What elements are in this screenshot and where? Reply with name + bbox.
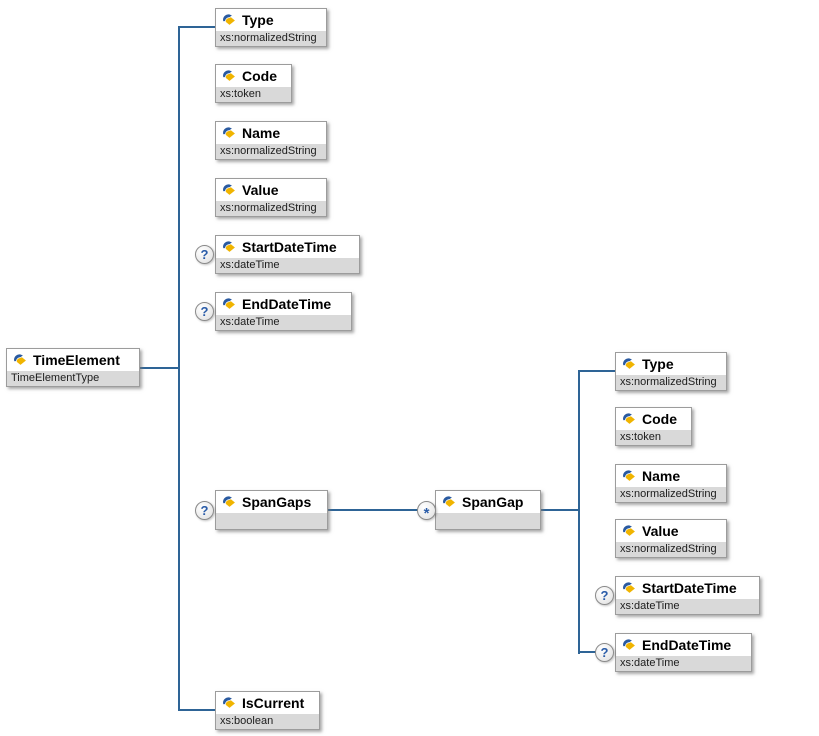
element-node-code-left[interactable]: Code xs:token	[215, 64, 292, 103]
element-title-row: Value	[616, 520, 726, 542]
connector-line	[328, 509, 420, 511]
occurrence-optional-badge: ?	[195, 500, 214, 520]
element-name-label: SpanGaps	[242, 494, 312, 510]
element-title-row: Type	[216, 9, 326, 31]
element-type-label	[216, 513, 327, 529]
element-icon	[12, 353, 28, 367]
element-node-name-left[interactable]: Name xs:normalizedString	[215, 121, 327, 160]
element-icon	[621, 469, 637, 483]
element-name-label: IsCurrent	[242, 695, 305, 711]
element-icon	[221, 13, 237, 27]
occurrence-optional-badge: ?	[195, 245, 214, 264]
element-icon	[621, 581, 637, 595]
element-icon	[621, 412, 637, 426]
element-title-row: Value	[216, 179, 326, 201]
element-icon	[221, 696, 237, 710]
element-name-label: Value	[642, 523, 679, 539]
element-title-row: Type	[616, 353, 726, 375]
occurrence-optional-badge: ?	[595, 643, 614, 662]
element-title-row: IsCurrent	[216, 692, 319, 714]
connector-line	[180, 709, 215, 711]
element-title-row: Code	[616, 408, 691, 430]
connector-line	[580, 370, 615, 372]
element-icon	[221, 183, 237, 197]
element-node-value-left[interactable]: Value xs:normalizedString	[215, 178, 327, 217]
element-icon	[221, 126, 237, 140]
element-node-startdatetime-right[interactable]: StartDateTime xs:dateTime	[615, 576, 760, 615]
element-name-label: Name	[642, 468, 681, 484]
element-type-label: xs:dateTime	[616, 599, 759, 614]
element-name-label: StartDateTime	[642, 580, 737, 596]
element-name-label: Name	[242, 125, 281, 141]
element-type-label: xs:token	[616, 430, 691, 445]
element-title-row: TimeElement	[7, 349, 139, 371]
element-name-label: Value	[242, 182, 279, 198]
element-name-label: TimeElement	[33, 352, 120, 368]
element-title-row: SpanGap	[436, 491, 540, 513]
element-name-label: Type	[642, 356, 674, 372]
element-title-row: SpanGaps	[216, 491, 327, 513]
element-title-row: EndDateTime	[616, 634, 751, 656]
element-icon	[621, 638, 637, 652]
element-type-label: xs:normalizedString	[616, 375, 726, 390]
element-type-label: xs:normalizedString	[216, 31, 326, 46]
connector-line	[140, 367, 178, 369]
element-type-label	[436, 513, 540, 529]
occurrence-optional-badge: ?	[595, 586, 614, 605]
element-node-startdatetime-left[interactable]: StartDateTime xs:dateTime	[215, 235, 360, 274]
element-title-row: Name	[616, 465, 726, 487]
element-name-label: SpanGap	[462, 494, 524, 510]
element-node-value-right[interactable]: Value xs:normalizedString	[615, 519, 727, 558]
element-type-label: xs:boolean	[216, 714, 319, 729]
element-icon	[621, 357, 637, 371]
occurrence-optional-badge: ?	[195, 302, 214, 321]
connector-line	[541, 509, 578, 511]
element-node-code-right[interactable]: Code xs:token	[615, 407, 692, 446]
element-title-row: StartDateTime	[616, 577, 759, 599]
element-name-label: Code	[242, 68, 277, 84]
element-name-label: EndDateTime	[242, 296, 332, 312]
element-type-label: TimeElementType	[7, 371, 139, 386]
element-node-enddatetime-left[interactable]: EndDateTime xs:dateTime	[215, 292, 352, 331]
connector-line	[180, 26, 215, 28]
element-name-label: Code	[642, 411, 677, 427]
element-node-enddatetime-right[interactable]: EndDateTime xs:dateTime	[615, 633, 752, 672]
connector-line	[578, 370, 580, 654]
element-title-row: StartDateTime	[216, 236, 359, 258]
element-name-label: Type	[242, 12, 274, 28]
element-name-label: StartDateTime	[242, 239, 337, 255]
element-type-label: xs:normalizedString	[616, 542, 726, 557]
element-node-type-left[interactable]: Type xs:normalizedString	[215, 8, 327, 47]
element-type-label: xs:normalizedString	[216, 201, 326, 216]
element-type-label: xs:dateTime	[216, 258, 359, 273]
element-type-label: xs:dateTime	[616, 656, 751, 671]
element-type-label: xs:normalizedString	[616, 487, 726, 502]
element-title-row: Name	[216, 122, 326, 144]
element-node-span-gaps[interactable]: SpanGaps	[215, 490, 328, 530]
element-node-name-right[interactable]: Name xs:normalizedString	[615, 464, 727, 503]
element-node-is-current[interactable]: IsCurrent xs:boolean	[215, 691, 320, 730]
occurrence-repeat-badge: *	[417, 500, 436, 522]
element-icon	[221, 297, 237, 311]
element-title-row: Code	[216, 65, 291, 87]
element-node-span-gap[interactable]: SpanGap	[435, 490, 541, 530]
element-icon	[621, 524, 637, 538]
element-icon	[221, 495, 237, 509]
element-title-row: EndDateTime	[216, 293, 351, 315]
element-type-label: xs:dateTime	[216, 315, 351, 330]
element-type-label: xs:normalizedString	[216, 144, 326, 159]
connector-line	[178, 26, 180, 711]
element-icon	[221, 240, 237, 254]
connector-line	[580, 651, 598, 653]
element-type-label: xs:token	[216, 87, 291, 102]
element-node-type-right[interactable]: Type xs:normalizedString	[615, 352, 727, 391]
element-name-label: EndDateTime	[642, 637, 732, 653]
element-icon	[221, 69, 237, 83]
element-icon	[441, 495, 457, 509]
